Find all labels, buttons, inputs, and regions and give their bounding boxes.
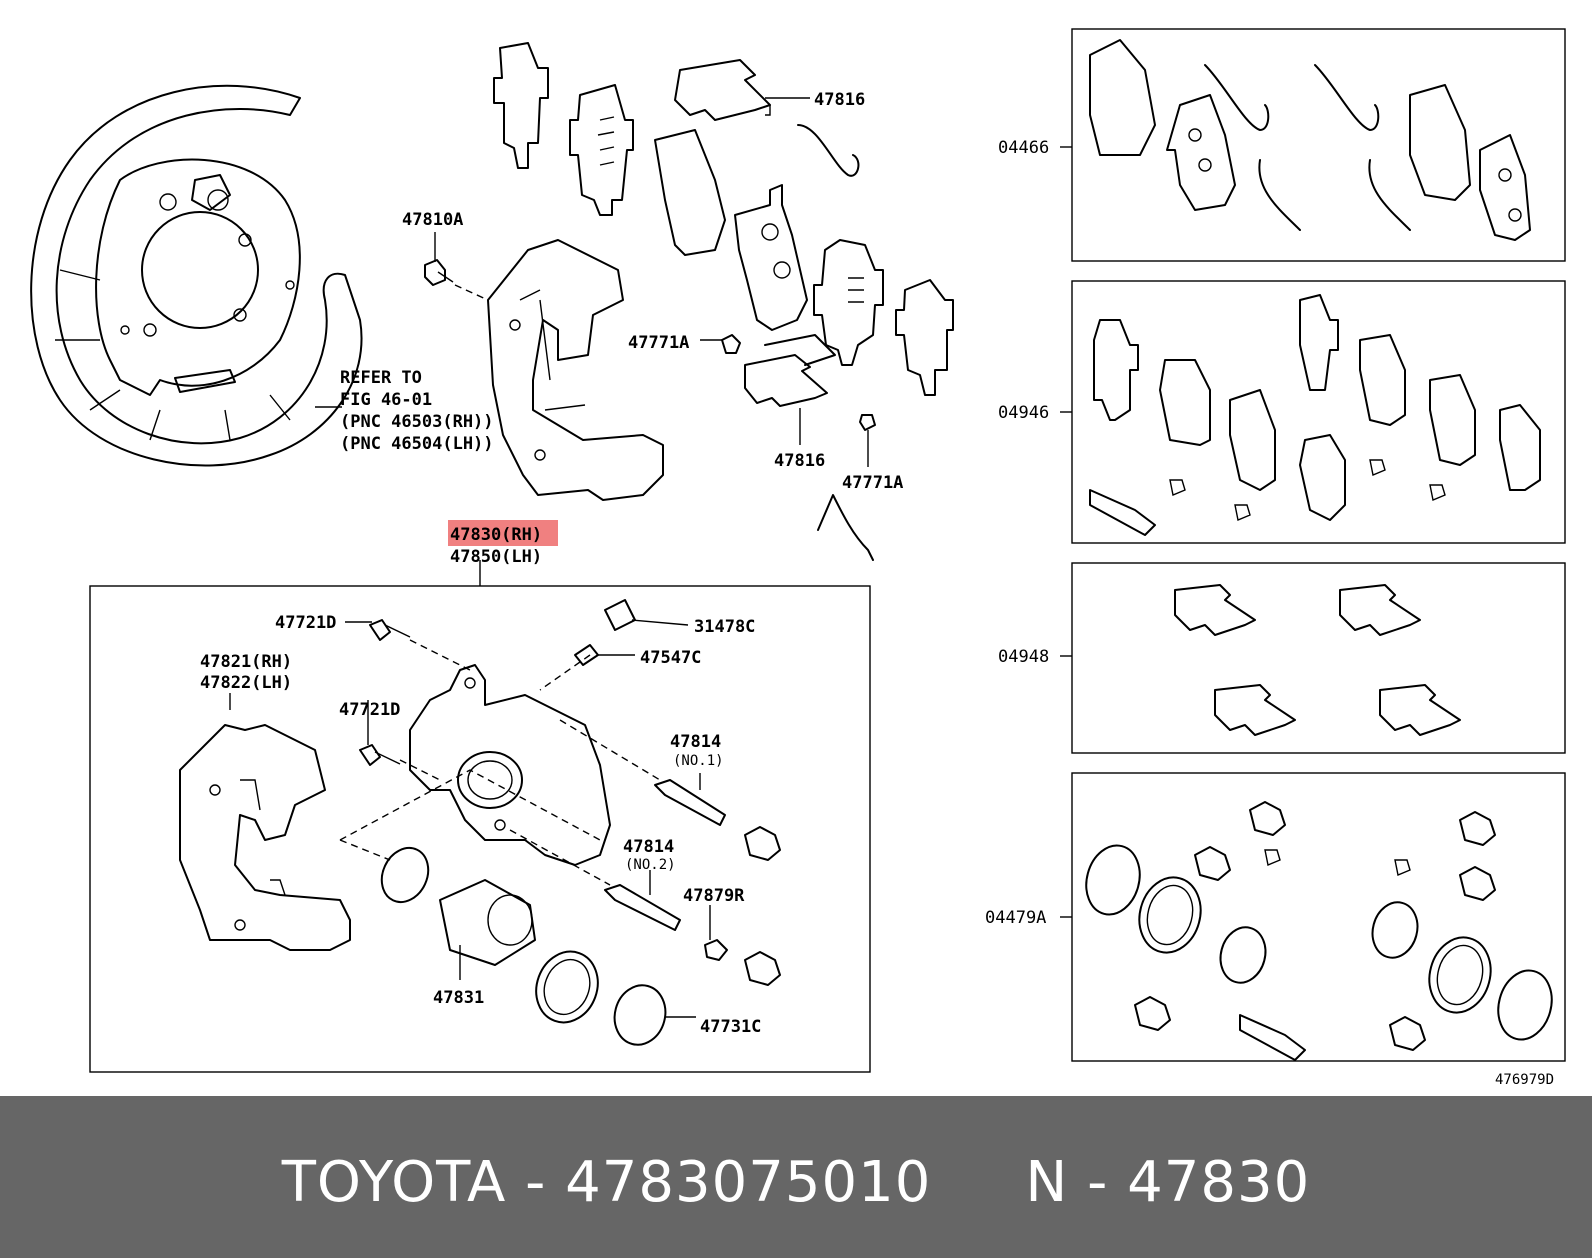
label-kit-04479a: 04479A (985, 908, 1046, 928)
label-kit-04466: 04466 (998, 138, 1049, 158)
label-kit-04946: 04946 (998, 403, 1049, 423)
kit-04466-drawing (1060, 28, 1566, 262)
label-47721d-1: 47721D (275, 613, 336, 633)
top-leader-lines (315, 97, 869, 467)
part-highlight (448, 520, 558, 546)
caliper-mount-top-drawing (424, 239, 664, 501)
label-47810a: 47810A (402, 210, 463, 230)
label-47721d-2: 47721D (339, 700, 400, 720)
refer-line-4: (PNC 46504(LH)) (340, 434, 494, 454)
label-kit-04948: 04948 (998, 647, 1049, 667)
dust-shield-drawing (30, 84, 363, 467)
label-47822-lh: 47822(LH) (200, 673, 292, 693)
label-47771a-2: 47771A (842, 473, 903, 493)
label-47771a-1: 47771A (628, 333, 689, 353)
label-47821-rh: 47821(RH) (200, 652, 292, 672)
label-47850-lh: 47850(LH) (450, 547, 542, 567)
parts-diagram: 47816 47810A 47771A 47816 47771A REFER T… (30, 28, 1566, 1088)
label-47547c: 47547C (640, 648, 701, 668)
caliper-drawing (179, 599, 781, 1046)
footer-bar (0, 1096, 1592, 1258)
kit-04948-drawing (1060, 562, 1566, 754)
label-47814-no1: 47814 (670, 732, 721, 752)
label-47831: 47831 (433, 988, 484, 1008)
label-31478c: 31478C (694, 617, 755, 637)
label-47814-no2: 47814 (623, 837, 674, 857)
diagram-id: 476979D (1495, 1072, 1554, 1088)
kit-04946-drawing (1060, 280, 1566, 544)
label-47814-no2-note: (NO.2) (625, 857, 676, 873)
refer-line-2: FIG 46-01 (340, 390, 432, 410)
kit-04479a-drawing (1060, 772, 1566, 1062)
top-pads-drawing (493, 42, 954, 561)
label-47731c: 47731C (700, 1017, 761, 1037)
label-47830-rh: 47830(RH) (450, 525, 542, 545)
label-47814-no1-note: (NO.1) (673, 753, 724, 769)
refer-line-1: REFER TO (340, 368, 422, 388)
footer-part-number: TOYOTA - 4783075010 N - 47830 (281, 1150, 1311, 1215)
label-47816-bottom: 47816 (774, 451, 825, 471)
label-47879r: 47879R (683, 886, 745, 906)
label-47816-top: 47816 (814, 90, 865, 110)
refer-line-3: (PNC 46503(RH)) (340, 412, 494, 432)
